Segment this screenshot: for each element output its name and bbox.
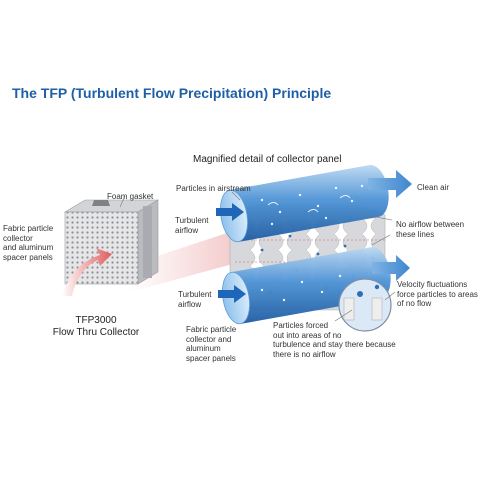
label-turbulent-bottom: Turbulent airflow bbox=[178, 290, 212, 309]
page-title: The TFP (Turbulent Flow Precipitation) P… bbox=[12, 85, 332, 101]
label-foam-gasket: Foam gasket bbox=[107, 192, 154, 201]
label-velocity: Velocity fluctuations force particles to… bbox=[397, 280, 478, 308]
label-particles-forced: Particles forced out into areas of no tu… bbox=[273, 321, 396, 359]
leader-lines bbox=[119, 191, 396, 322]
clean-air-arrows bbox=[368, 170, 412, 281]
label-no-airflow: No airflow between these lines bbox=[396, 220, 465, 239]
label-clean-air: Clean air bbox=[417, 183, 450, 192]
inflow-arrow bbox=[62, 248, 112, 296]
label-fabric-bottom: Fabric particle collector and aluminum s… bbox=[186, 325, 237, 363]
diagram-subtitle: Magnified detail of collector panel bbox=[193, 154, 342, 165]
label-fabric-left: Fabric particle collector and aluminum s… bbox=[3, 224, 54, 262]
magnify-beam bbox=[130, 232, 240, 292]
magnifier-circle bbox=[338, 278, 392, 332]
turbulent-airflow-arrows bbox=[216, 203, 246, 303]
label-product: TFP3000 Flow Thru Collector bbox=[52, 315, 140, 338]
tfp3000-unit bbox=[63, 199, 160, 285]
label-particles-airstream: Particles in airstream bbox=[176, 184, 251, 193]
label-turbulent-top: Turbulent airflow bbox=[175, 216, 209, 235]
